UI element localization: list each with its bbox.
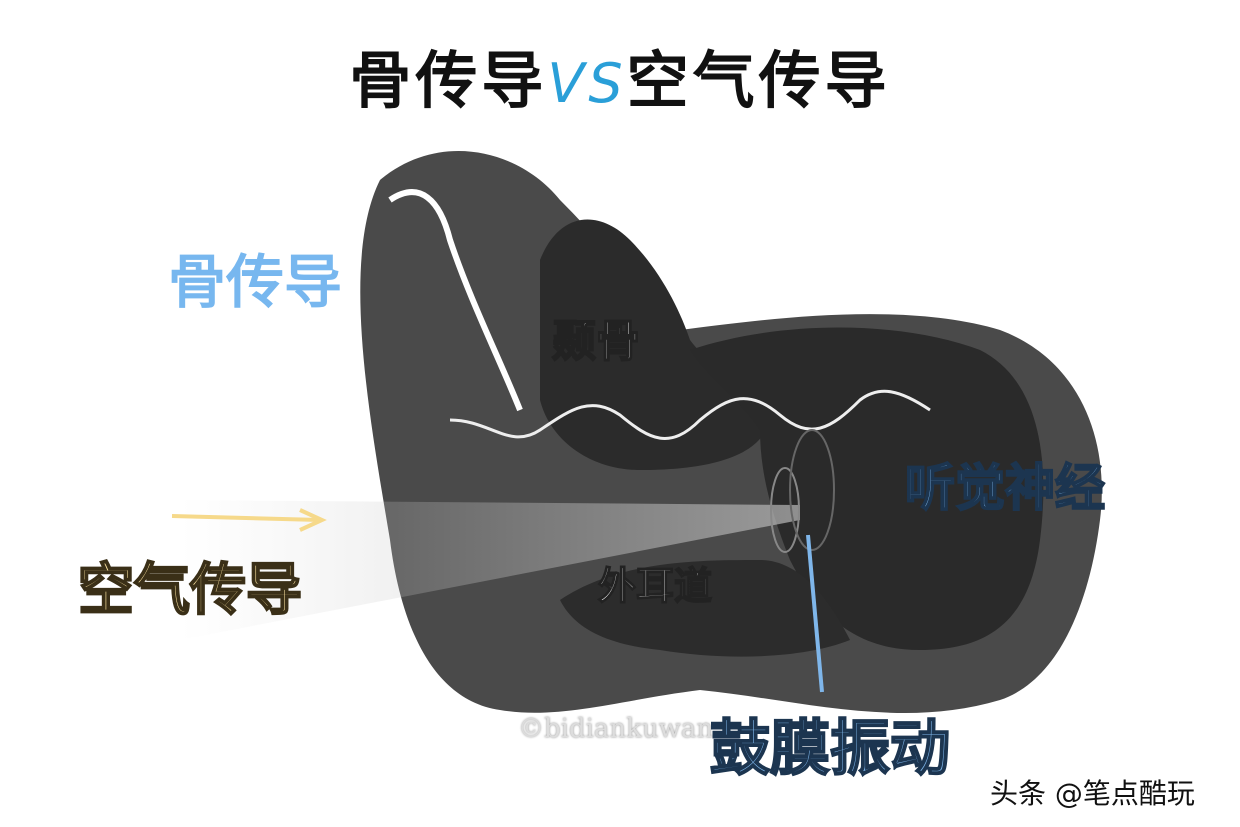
eardrum xyxy=(770,467,800,553)
bone-path-line xyxy=(388,189,523,412)
air-arrow-head xyxy=(299,508,327,532)
label-bone-conduction: 骨传导 xyxy=(168,248,343,316)
title-left: 骨传导 xyxy=(349,44,548,117)
air-beam xyxy=(180,500,800,640)
label-auditory-nerve: 听觉神经 xyxy=(904,458,1106,518)
air-arrow xyxy=(171,514,321,522)
eardrum-pointer xyxy=(806,534,824,693)
label-air-conduction: 空气传导 xyxy=(77,557,303,624)
inner-ring xyxy=(789,429,835,551)
sound-wave xyxy=(449,389,931,440)
credit: 头条 @笔点酷玩 xyxy=(990,777,1195,810)
title-vs: VS xyxy=(547,52,627,115)
ear-canal-shape xyxy=(560,560,850,657)
page-title: 骨传导VS空气传导 xyxy=(0,30,1240,120)
label-temporal-bone: 颞骨 xyxy=(551,315,641,368)
label-ear-canal: 外耳道 xyxy=(597,563,713,609)
title-right: 空气传导 xyxy=(626,44,891,117)
inner-ear-cavity xyxy=(690,327,1044,650)
label-eardrum-vibration: 鼓膜振动 xyxy=(709,713,951,785)
watermark: ©bidiankuwan xyxy=(518,714,714,744)
